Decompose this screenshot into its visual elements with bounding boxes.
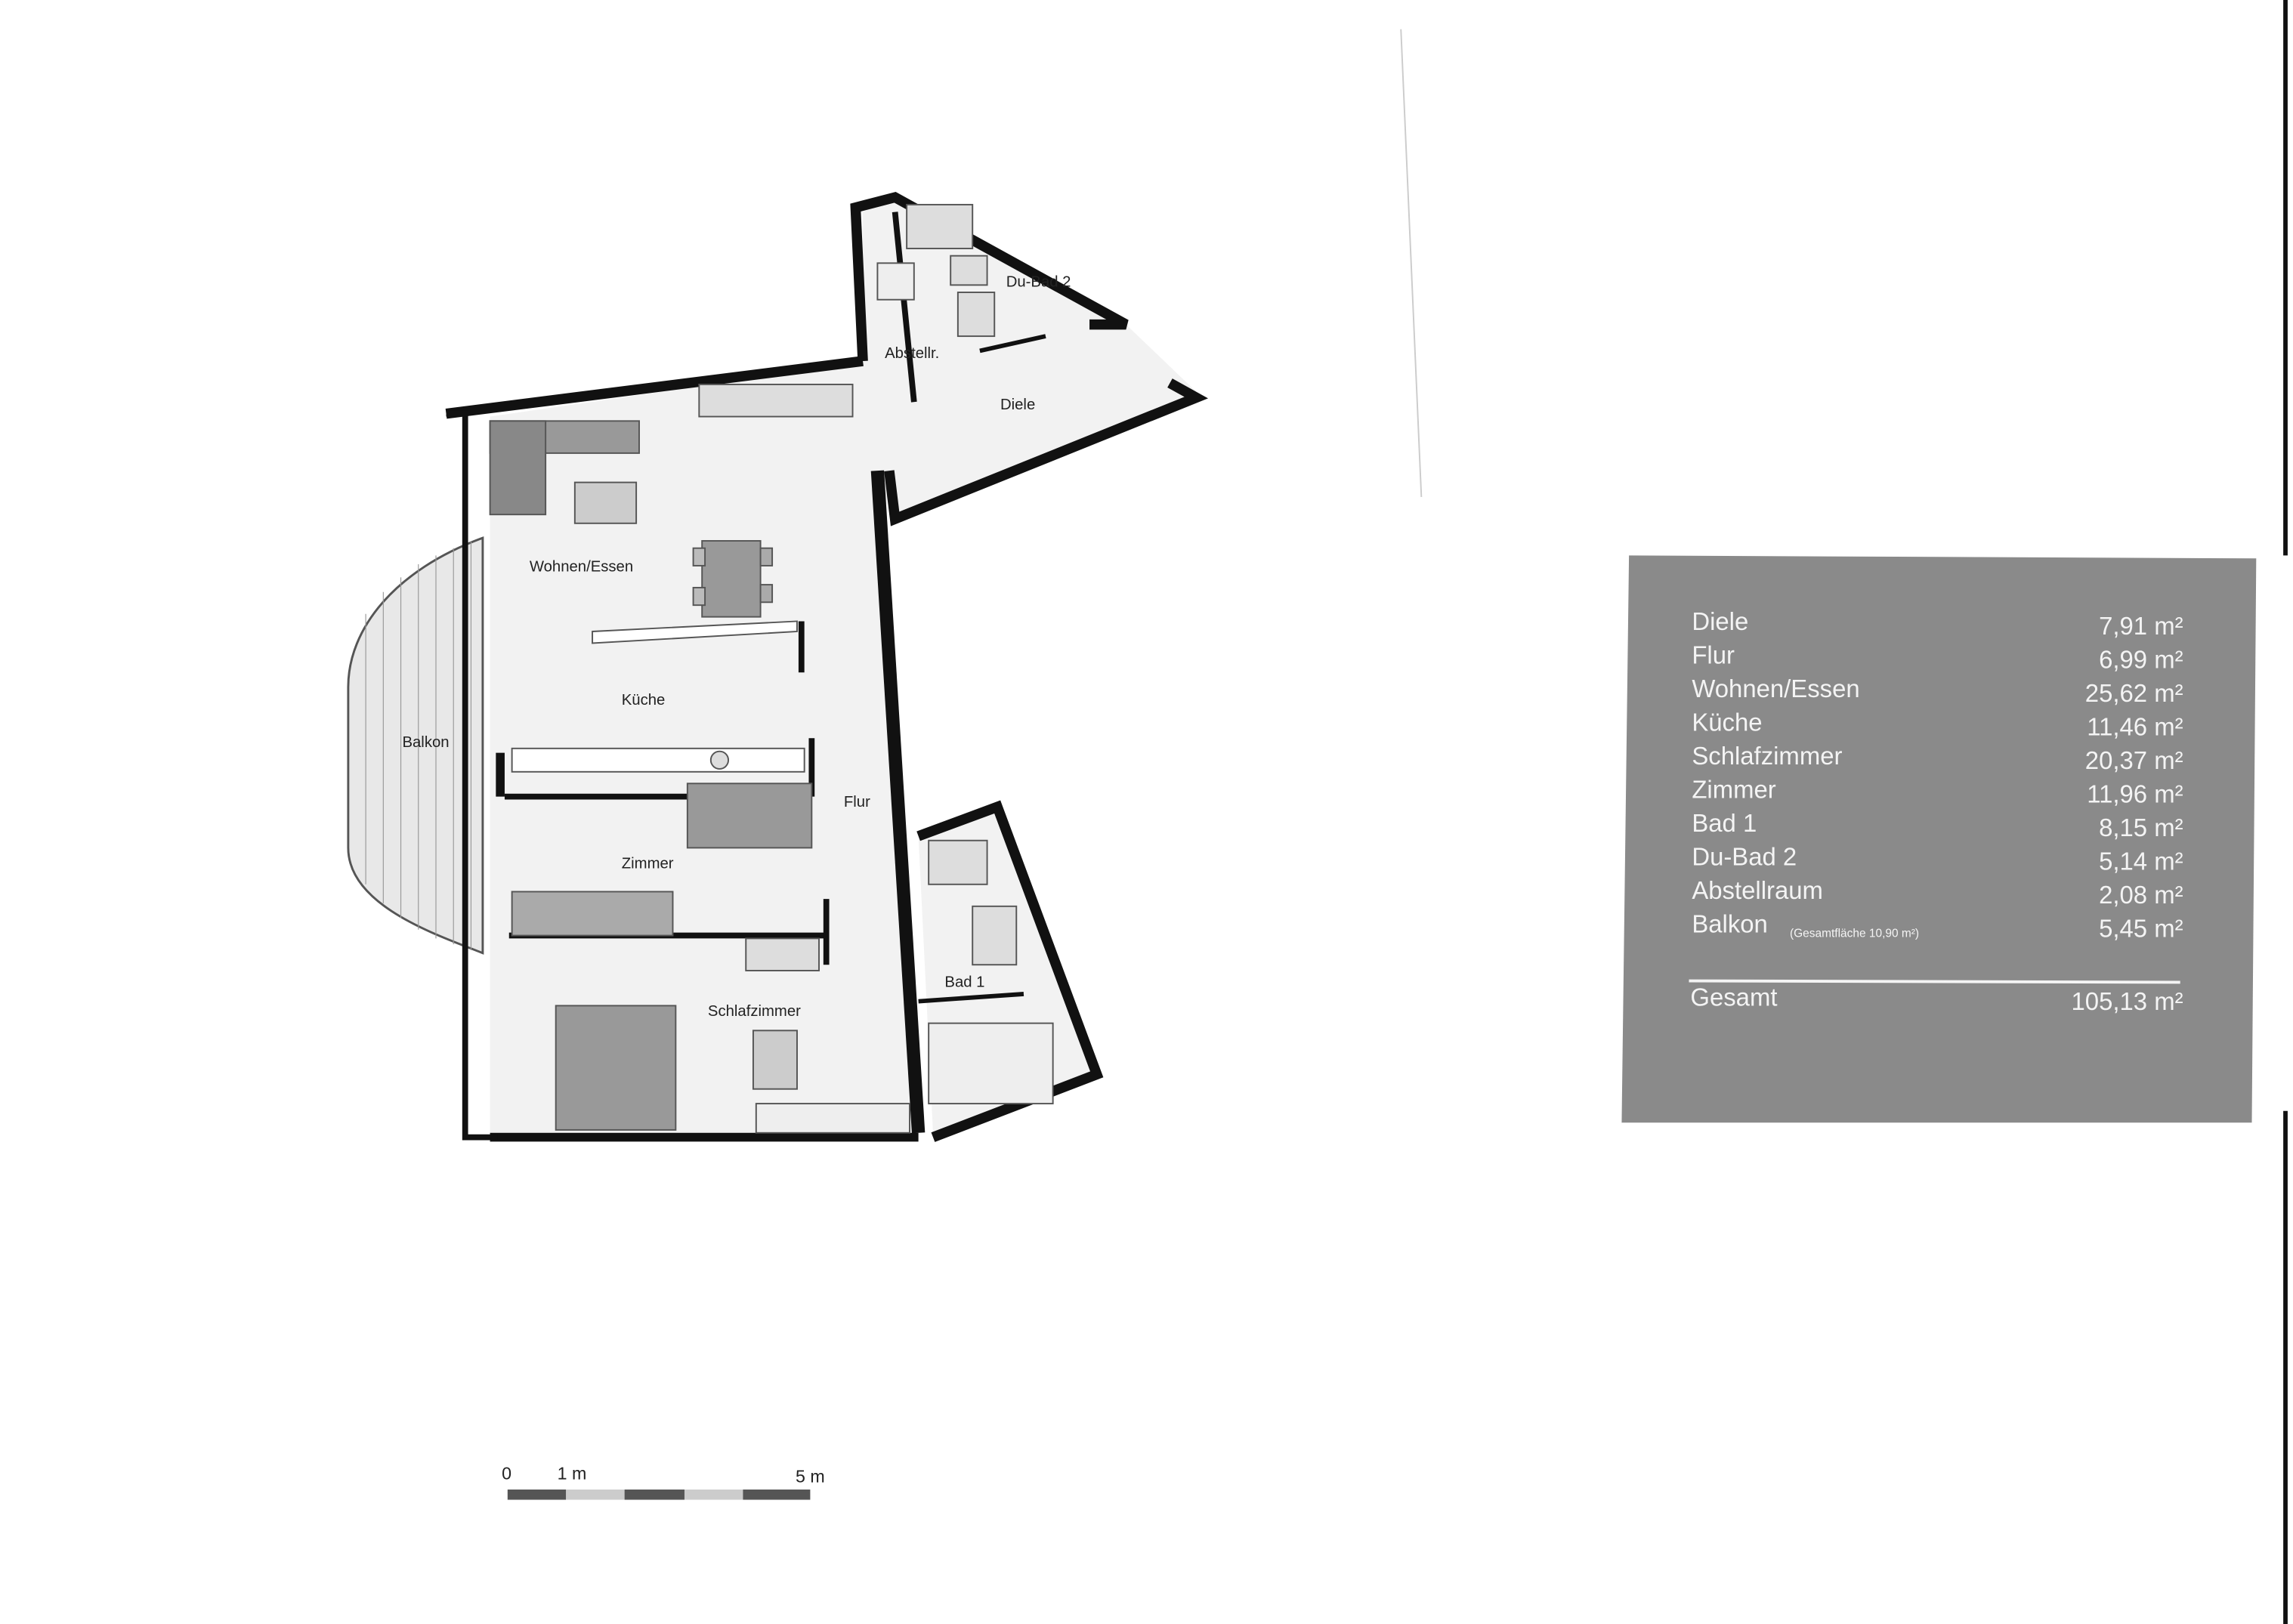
room-label-zimmer: Zimmer [622,856,674,872]
room-name: Du-Bad 2 [1692,843,1797,871]
room-name: Wohnen/Essen [1692,675,1859,702]
room-label-diele: Diele [1000,397,1035,413]
balcony-hatching [365,541,472,950]
area-table-row: Du-Bad 2 5,14 m² [1692,843,2183,875]
room-label-balkon: Balkon [402,734,449,751]
furniture [489,203,1054,1134]
scale-bar: 0 1 m 5 m [502,1463,825,1500]
room-name: Flur [1692,641,1735,669]
balcony [347,536,484,955]
room-area: 6,99 m² [2099,645,2183,673]
room-label-bad1: Bad 1 [944,974,984,990]
area-table-row: Abstellraum 2,08 m² [1692,876,2183,909]
total-divider [1689,979,2180,984]
area-table-row: Wohnen/Essen 25,62 m² [1692,675,2183,707]
room-note: (Gesamtfläche 10,90 m²) [1790,927,1919,940]
scale-label-0: 0 [502,1463,511,1483]
floor-plan: Wohnen/Essen Küche Balkon Zimmer Schlafz… [347,192,1208,1142]
room-name: Bad 1 [1692,809,1757,837]
area-table-row: Schlafzimmer 20,37 m² [1692,742,2183,774]
scan-edge [1400,29,1423,498]
walls [445,192,1208,1142]
area-table-row: Diele 7,91 m² [1692,607,2183,640]
scale-label-1m: 1 m [558,1463,587,1483]
room-name: Schlafzimmer [1692,742,1842,770]
room-area: 8,15 m² [2099,814,2183,841]
room-name: Küche [1692,709,1762,736]
upper-wing [863,197,1197,519]
room-label-abstellr: Abstellr. [885,345,939,362]
room-label-kueche: Küche [622,692,666,709]
scale-label-5m: 5 m [796,1466,825,1486]
room-area: 2,08 m² [2099,881,2183,909]
room-name: Balkon [1692,910,1768,938]
area-table-row: Bad 1 8,15 m² [1692,809,2183,841]
room-name: Zimmer [1692,776,1775,804]
room-label-flur: Flur [844,794,870,810]
area-table-row: Flur 6,99 m² [1692,641,2183,674]
area-table-row: Balkon (Gesamtfläche 10,90 m²) 5,45 m² [1692,910,2183,943]
room-label-dubad2: Du-Bad 2 [1006,273,1071,290]
room-area: 5,14 m² [2099,847,2183,875]
room-label-wohnen: Wohnen/Essen [530,559,633,576]
area-table-row: Küche 11,46 m² [1692,709,2183,741]
total-label: Gesamt [1690,983,1777,1011]
room-area: 11,46 m² [2087,712,2183,740]
room-area: 25,62 m² [2085,679,2183,707]
area-table-row: Zimmer 11,96 m² [1692,776,2183,808]
room-area: 11,96 m² [2087,780,2183,807]
area-table: Diele 7,91 m² Flur 6,99 m² Wohnen/Essen 25,62… [1621,555,2257,1123]
total-area: 105,13 m² [2072,987,2183,1015]
room-area: 7,91 m² [2099,612,2183,640]
room-area: 20,37 m² [2085,746,2183,774]
room-label-schlafzimmer: Schlafzimmer [708,1003,801,1020]
room-name: Diele [1692,607,1748,635]
room-name: Abstellraum [1692,876,1823,904]
room-area: 5,45 m² [2099,914,2183,942]
